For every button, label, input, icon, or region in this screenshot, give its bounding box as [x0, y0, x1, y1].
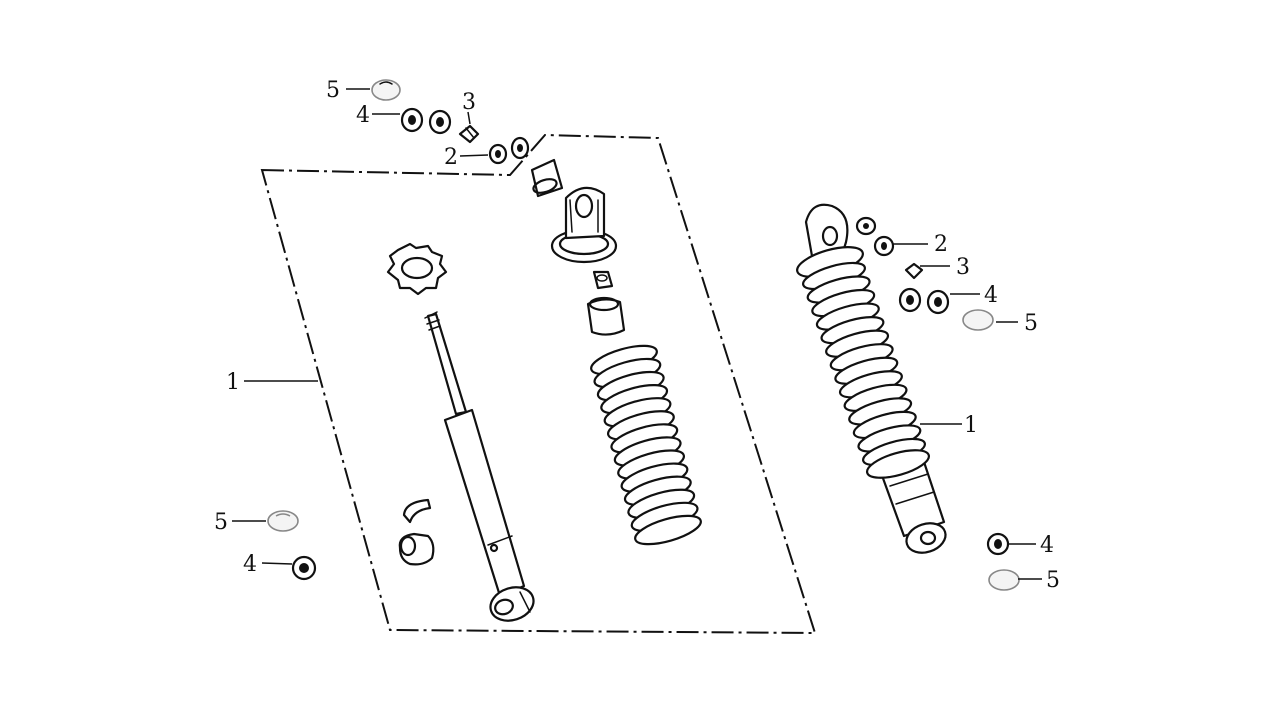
flange-nuts-top-right — [898, 287, 950, 315]
callout-nut-bottom-right: 4 — [1040, 533, 1054, 558]
collar-top-right — [904, 262, 924, 280]
cap-nut-top-left — [371, 79, 401, 101]
callout-shock-left: 1 — [226, 370, 240, 395]
callout-collar-top-right: 3 — [956, 255, 970, 280]
cap-nut-bottom-right — [988, 569, 1020, 591]
callout-cap-top-left: 5 — [326, 78, 340, 103]
cap-nut-bottom-left — [267, 510, 299, 532]
washers-top-left — [488, 136, 530, 165]
flange-nuts-top-left — [400, 107, 452, 135]
washers-top-right — [855, 216, 895, 257]
leader-lines — [232, 88, 1042, 580]
damper-lower-eye — [489, 586, 535, 622]
callout-washer-top-left: 2 — [444, 145, 458, 170]
assembled-shock-absorber — [796, 203, 947, 554]
damper-rod — [424, 311, 468, 416]
coil-spring — [590, 344, 702, 546]
collar-top-left — [458, 124, 480, 144]
callout-washer-top-right: 2 — [934, 232, 948, 257]
callout-nut-top-left: 4 — [356, 103, 370, 128]
upper-mount — [550, 186, 618, 264]
callout-nut-bottom-left: 4 — [243, 552, 257, 577]
upper-bushing — [530, 158, 564, 198]
flange-nut-bottom-right — [986, 532, 1010, 556]
callout-cap-bottom-left: 5 — [214, 510, 228, 535]
spring-coil-turn — [634, 514, 702, 546]
callout-cap-top-right: 5 — [1024, 311, 1038, 336]
assembled-coil-spring — [802, 261, 926, 467]
damper-body — [443, 408, 526, 598]
cap-nut-top-right — [962, 309, 994, 331]
flange-nut-bottom-left — [291, 555, 317, 581]
upper-small-nut — [592, 270, 614, 290]
callout-shock-right: 1 — [964, 413, 978, 438]
callout-collar-top-left: 3 — [462, 90, 476, 115]
rubber-spacer — [586, 296, 626, 336]
callout-cap-bottom-right: 5 — [1046, 568, 1060, 593]
callout-nut-top-right: 4 — [984, 283, 998, 308]
star-retainer-nut — [386, 242, 448, 296]
assembly-boundary — [260, 133, 817, 635]
bump-stop-rubber — [402, 498, 432, 524]
lower-bush — [398, 532, 435, 566]
